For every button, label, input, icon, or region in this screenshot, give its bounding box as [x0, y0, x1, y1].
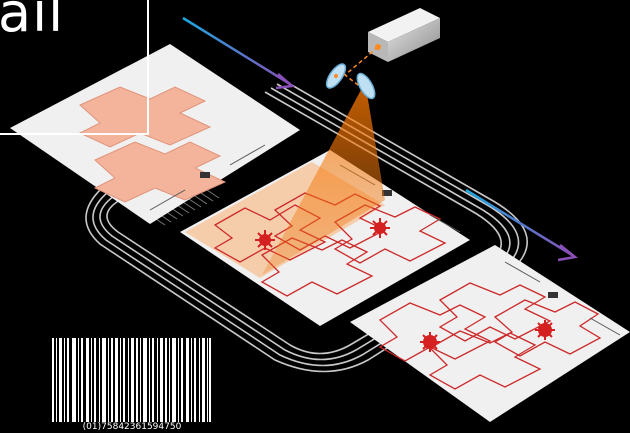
emblem-icon: [255, 218, 390, 250]
cut-path-8: [493, 299, 602, 357]
title-frame: [0, 0, 149, 135]
conveyor-belt: [85, 79, 529, 373]
cut-path-5: [378, 302, 492, 362]
cut-path-1: [213, 204, 327, 263]
barcode-caption: (01)75842361594750: [82, 422, 182, 432]
cut-path-6: [438, 282, 552, 342]
barcode: [52, 338, 211, 422]
sheet-2-marker: [382, 190, 392, 196]
mirror-icon: [325, 63, 376, 100]
sheet-cut: [350, 245, 630, 422]
flow-arrow-icon: [182, 16, 578, 262]
cut-path-7: [428, 330, 542, 390]
laser-beam: [262, 88, 385, 275]
cut-path-3: [260, 237, 374, 297]
cut-path-4: [333, 204, 447, 264]
sheet-1-marker: [200, 172, 210, 178]
emblem-icon-2: [420, 320, 555, 352]
sheet-uncut: [10, 44, 300, 224]
laser-head-icon: [368, 8, 440, 62]
title-fragment: ail: [0, 0, 65, 44]
sheet-3-marker: [548, 292, 558, 298]
laser-path: [343, 46, 379, 89]
